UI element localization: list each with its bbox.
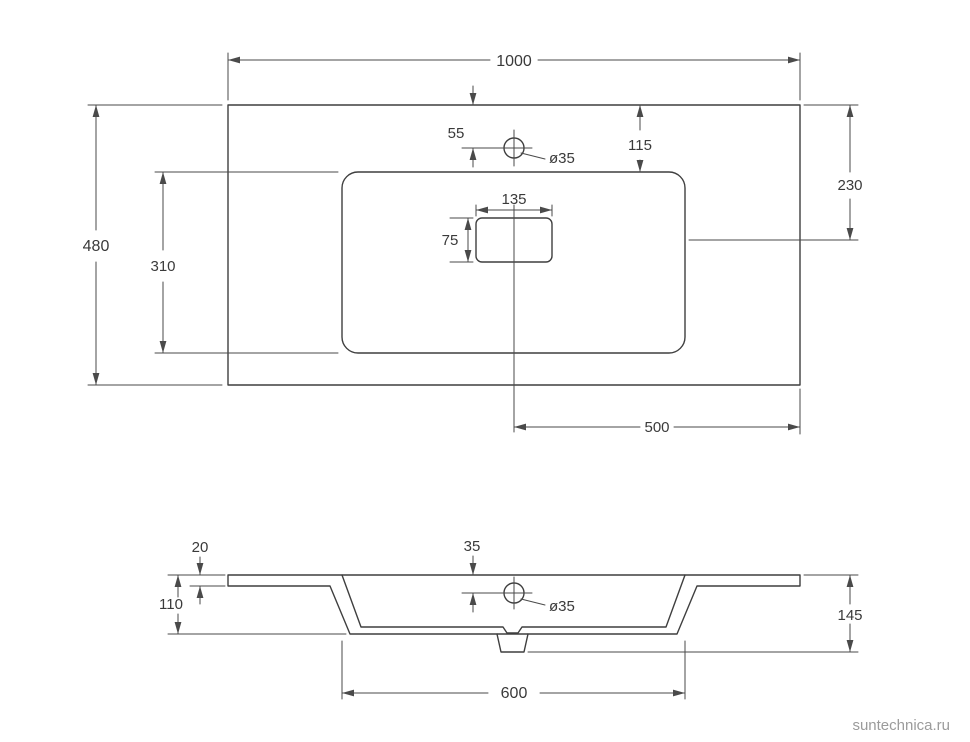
dim-label-230: 230 (837, 177, 862, 194)
dim-label-145: 145 (837, 607, 862, 624)
dim-overall-depth: 480 (83, 104, 110, 386)
leader-line (520, 598, 546, 606)
leader-line (520, 152, 546, 160)
dim-label-600: 600 (501, 685, 528, 702)
dim-drain-from-rear: 230 (837, 104, 863, 241)
dim-basin-from-rear: 115 (628, 104, 652, 173)
dim-label-110: 110 (159, 596, 183, 613)
dim-bowl-depth: 110 (159, 574, 183, 635)
dim-basin-depth: 310 (150, 171, 176, 354)
plan-extension-lines (87, 52, 859, 435)
dim-label-115: 115 (628, 137, 652, 154)
plan-view: 1000 480 310 55 115 (83, 52, 863, 436)
dim-faucet-offset: 55 (448, 85, 477, 168)
section-extension-lines (167, 574, 859, 700)
dim-label-d35-section: ø35 (549, 598, 575, 615)
dim-drain-height: 75 (442, 217, 472, 263)
dim-label-310: 310 (150, 258, 175, 275)
dim-top-thickness: 20 (192, 539, 209, 605)
dim-label-20: 20 (192, 539, 209, 556)
section-bowl-inner-profile (341, 574, 686, 634)
dim-label-d35-plan: ø35 (549, 150, 575, 167)
dim-label-55: 55 (448, 125, 465, 142)
watermark: suntechnica.ru (852, 717, 950, 734)
dim-faucet-from-top: 35 (464, 538, 481, 613)
dim-label-480: 480 (83, 238, 110, 255)
dim-faucet-diameter: ø35 (520, 150, 575, 167)
dim-overall-height: 145 (837, 574, 863, 653)
dim-label-75: 75 (442, 232, 459, 249)
section-outer-profile (227, 574, 801, 635)
dim-bowl-width: 600 (341, 685, 686, 702)
dim-label-35: 35 (464, 538, 481, 555)
dim-label-500: 500 (644, 419, 669, 436)
dim-faucet-diameter-section: ø35 (520, 598, 575, 615)
dim-overall-width: 1000 (227, 53, 801, 70)
dim-drain-width: 135 (475, 191, 553, 214)
section-view: 20 110 35 ø35 145 600 (159, 538, 862, 702)
dim-label-1000: 1000 (496, 53, 532, 70)
section-drain-outlet (496, 633, 529, 653)
dim-center-from-right: 500 (513, 419, 801, 436)
dim-label-135: 135 (501, 191, 526, 208)
